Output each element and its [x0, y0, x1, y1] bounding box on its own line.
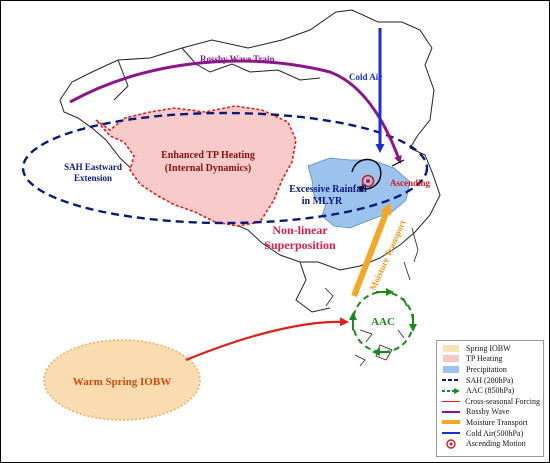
label-sah-line1: SAH Eastward — [64, 162, 122, 172]
sah-ellipse — [21, 111, 429, 225]
legend-symbol — [440, 343, 462, 353]
legend-item-aac: AAC (850hPa) — [440, 385, 540, 396]
legend-symbol — [440, 354, 462, 364]
label-sah-line2: Extension — [74, 173, 112, 183]
legend-item-precipitation: Precipitation — [440, 364, 540, 375]
legend-label: Rossby Wave — [466, 407, 510, 417]
legend-symbol — [440, 364, 462, 374]
legend-label: Moisture Transport — [466, 417, 528, 427]
aac-circulation — [349, 288, 417, 356]
legend-item-spring-iobw: Spring IOBW — [440, 343, 540, 354]
legend-label: TP Heating — [466, 354, 503, 364]
label-rainfall-line2: in MLYR — [302, 196, 343, 207]
label-iobw: Warm Spring IOBW — [73, 376, 171, 388]
legend-label: AAC (850hPa) — [466, 386, 515, 396]
label-nonlinear-line1: Non-linear — [272, 223, 328, 237]
legend-label: Precipitation — [466, 364, 507, 374]
legend-symbol — [440, 386, 462, 396]
legend-label: Cold Air(500hPa) — [466, 428, 524, 438]
label-cold-air: Cold Air — [349, 72, 382, 82]
moisture-transport-arrow — [351, 202, 392, 298]
legend-symbol — [440, 396, 461, 406]
legend-item-sah: SAH (200hPa) — [440, 375, 540, 386]
legend-item-cold-air: Cold Air(500hPa) — [440, 428, 540, 439]
label-nonlinear-line2: Superposition — [264, 238, 336, 252]
legend-symbol — [440, 438, 462, 449]
tp-heating-region — [95, 105, 297, 227]
label-tp-line2: (Internal Dynamics) — [165, 163, 251, 174]
label-moisture-transport: Moisture Transport — [368, 219, 408, 292]
legend-item-ascending-motion: Ascending Motion — [440, 438, 540, 449]
legend-label: Ascending Motion — [466, 439, 526, 449]
legend: Spring IOBW TP Heating Precipitation SAH… — [436, 340, 544, 457]
legend-label: SAH (200hPa) — [466, 375, 514, 385]
legend-item-rossby-wave: Rossby Wave — [440, 407, 540, 418]
cross-seasonal-forcing-arrow — [185, 317, 349, 362]
label-aac: AAC — [371, 316, 395, 328]
label-rossby-wave-train: Rossby Wave Train — [200, 54, 275, 64]
label-rainfall-line1: Excessive Rainfall — [289, 184, 367, 195]
legend-item-moisture-transport: Moisture Transport — [440, 417, 540, 428]
ascending-motion-marker — [361, 174, 375, 188]
legend-label: Cross-seasonal Forcing — [465, 396, 540, 406]
circulation-swirl — [351, 158, 382, 193]
legend-item-tp-heating: TP Heating — [440, 354, 540, 365]
legend-symbol — [440, 428, 462, 438]
swirl-tail — [391, 159, 405, 167]
legend-item-cross-seasonal-forcing: Cross-seasonal Forcing — [440, 396, 540, 407]
label-tp-line1: Enhanced TP Heating — [161, 150, 255, 161]
label-ascending: Ascending — [390, 178, 431, 188]
legend-symbol — [440, 375, 462, 385]
legend-symbol — [440, 407, 462, 417]
legend-label: Spring IOBW — [466, 343, 511, 353]
legend-symbol — [440, 417, 462, 427]
iobw-ellipse — [43, 339, 201, 421]
